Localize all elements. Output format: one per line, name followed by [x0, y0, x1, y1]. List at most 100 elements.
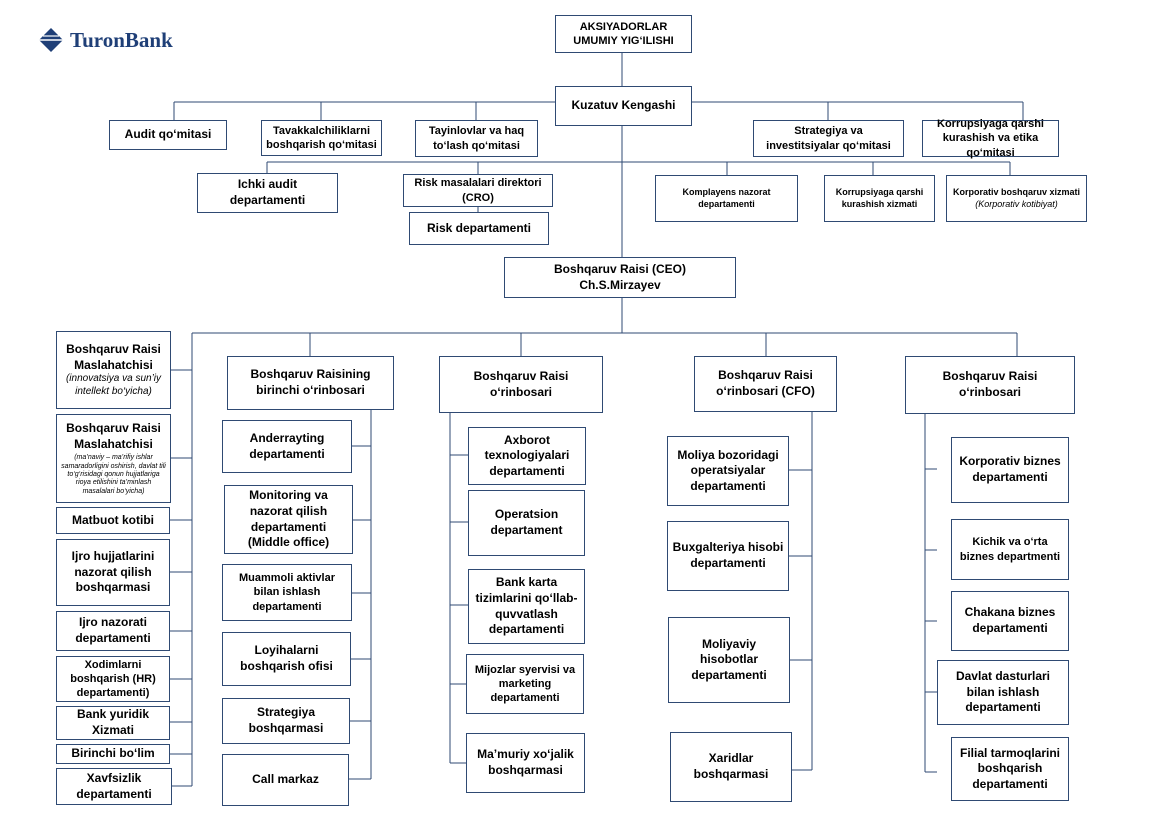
admin-department-title: Ma’muriy xo‘jalik boshqarmasi	[477, 747, 574, 777]
deputy-title: Boshqaruv Raisi o‘rinbosari	[473, 368, 569, 399]
execution-docs-box: Ijro hujjatlarini nazorat qilish boshqar…	[56, 539, 170, 606]
deputy-business-box: Boshqaruv Raisi o‘rinbosari	[905, 356, 1075, 414]
card-systems-box: Bank karta tizimlarini qo‘llab-quvvatlas…	[468, 569, 585, 644]
monitoring-title: Monitoring va nazorat qilish departament…	[247, 488, 330, 550]
retail-business-box: Chakana biznes departamenti	[951, 591, 1069, 651]
financial-reporting-title: Moliyaviy hisobotlar departamenti	[691, 636, 767, 682]
corporate-governance-box: Korporativ boshqaruv xizmati (Korporativ…	[946, 175, 1087, 222]
cro-title: Risk masalalari direktori (CRO)	[414, 177, 542, 204]
deputy-business-title: Boshqaruv Raisi o‘rinbosari	[942, 369, 1038, 399]
legal-service-box: Bank yuridik Xizmati	[56, 706, 170, 740]
security-department-title: Xavfsizlik departamenti	[76, 770, 152, 801]
state-programs-box: Davlat dasturlari bilan ishlash departam…	[937, 660, 1069, 725]
strategy-committee-box: Strategiya va investitsiyalar qo‘mitasi	[753, 120, 904, 157]
branch-network-title: Filial tarmoqlarini boshqarish departame…	[959, 745, 1061, 791]
cro-box: Risk masalalari direktori (CRO)	[403, 174, 553, 207]
ceo-box: Boshqaruv Raisi (CEO) Ch.S.Mirzayev	[504, 257, 736, 298]
strategy-committee-title: Strategiya va investitsiyalar qo‘mitasi	[766, 125, 891, 152]
advisor-spiritual-title: Boshqaruv Raisi Maslahatchisi	[66, 420, 161, 451]
cfo-title: Boshqaruv Raisi o‘rinbosari (CFO)	[716, 368, 815, 398]
first-deputy-title: Boshqaruv Raisining birinchi o‘rinbosari	[250, 367, 371, 397]
press-secretary-box: Matbuot kotibi	[56, 507, 170, 534]
card-systems-title: Bank karta tizimlarini qo‘llab-quvvatlas…	[475, 575, 578, 637]
audit-committee-box: Audit qo‘mitasi	[109, 120, 227, 150]
retail-business-title: Chakana biznes departamenti	[964, 605, 1056, 635]
accounting-box: Buxgalteriya hisobi departamenti	[667, 521, 789, 591]
first-section-title: Birinchi bo‘lim	[71, 746, 155, 761]
operations-department-title: Operatsion departament	[490, 507, 563, 537]
customer-service-title: Mijozlar syervisi va marketing departame…	[474, 663, 576, 705]
ceo-name: Ch.S.Mirzayev	[579, 277, 661, 292]
procurement-title: Xaridlar boshqarmasi	[693, 751, 769, 781]
security-department-box: Xavfsizlik departamenti	[56, 768, 172, 805]
execution-docs-title: Ijro hujjatlarini nazorat qilish boshqar…	[71, 549, 155, 595]
advisor-innovation-box: Boshqaruv Raisi Maslahatchisi (innovatsi…	[56, 331, 171, 409]
turonbank-logo: TuronBank	[38, 27, 173, 53]
press-secretary-title: Matbuot kotibi	[72, 512, 154, 527]
compliance-box: Komplayens nazorat departamenti	[655, 175, 798, 222]
problem-assets-title: Muammoli aktivlar bilan ishlash departam…	[239, 572, 335, 613]
risk-department-title: Risk departamenti	[426, 220, 532, 235]
advisor-innovation-title: Boshqaruv Raisi Maslahatchisi	[66, 341, 161, 372]
underwriting-box: Anderrayting departamenti	[222, 420, 352, 473]
internal-audit-box: Ichki audit departamenti	[197, 173, 338, 213]
problem-assets-box: Muammoli aktivlar bilan ishlash departam…	[222, 564, 352, 621]
advisor-spiritual-subtitle: (ma’naviy – ma’rifiy ishlar samaradorlig…	[61, 454, 166, 495]
appointment-committee-title: Tayinlovlar va haq to‘lash qo‘mitasi	[428, 125, 525, 152]
shareholders-assembly-title: AKSIYADORLAR UMUMIY YIG‘ILISHI	[573, 20, 674, 47]
corporate-business-title: Korporativ biznes departamenti	[959, 454, 1061, 484]
brand-name: TuronBank	[70, 27, 173, 52]
financial-market-title: Moliya bozoridagi operatsiyalar departam…	[677, 447, 779, 493]
procurement-box: Xaridlar boshqarmasi	[670, 732, 792, 802]
hr-department-box: Xodimlarni boshqarish (HR) departamenti)	[56, 656, 170, 702]
financial-market-box: Moliya bozoridagi operatsiyalar departam…	[667, 436, 789, 506]
legal-service-title: Bank yuridik Xizmati	[76, 707, 150, 737]
advisor-innovation-subtitle: (innovatsiya va sun’iy intellekt bo‘yich…	[65, 373, 162, 397]
strategy-department-title: Strategiya boshqarmasi	[248, 705, 324, 735]
sme-department-title: Kichik va o‘rta biznes departmenti	[959, 536, 1061, 563]
accounting-title: Buxgalteriya hisobi departamenti	[672, 540, 784, 570]
risk-committee-box: Tavakkalchiliklarni boshqarish qo‘mitasi	[261, 120, 382, 156]
supervisory-board-title: Kuzatuv Kengashi	[571, 98, 676, 113]
turonbank-diamond-icon	[39, 28, 63, 52]
project-office-box: Loyihalarni boshqarish ofisi	[222, 632, 351, 686]
call-center-title: Call markaz	[252, 772, 319, 787]
financial-reporting-box: Moliyaviy hisobotlar departamenti	[668, 617, 790, 703]
corporate-governance-subtitle: (Korporativ kotibiyat)	[975, 198, 1058, 209]
project-office-title: Loyihalarni boshqarish ofisi	[240, 643, 333, 673]
anticorruption-committee-title: Korrupsiyaga qarshi kurashish va etika q…	[937, 118, 1044, 159]
anticorruption-service-title: Korrupsiyaga qarshi kurashish xizmati	[835, 186, 924, 209]
audit-committee-title: Audit qo‘mitasi	[124, 127, 212, 142]
operations-department-box: Operatsion departament	[468, 490, 585, 556]
it-department-title: Axborot texnologiyalari departamenti	[484, 432, 570, 478]
first-section-box: Birinchi bo‘lim	[56, 744, 170, 764]
execution-control-box: Ijro nazorati departamenti	[56, 611, 170, 651]
corporate-business-box: Korporativ biznes departamenti	[951, 437, 1069, 503]
execution-control-title: Ijro nazorati departamenti	[75, 615, 151, 645]
shareholders-assembly-box: AKSIYADORLAR UMUMIY YIG‘ILISHI	[555, 15, 692, 53]
deputy-box: Boshqaruv Raisi o‘rinbosari	[439, 356, 603, 413]
risk-department-box: Risk departamenti	[409, 212, 549, 245]
internal-audit-title: Ichki audit departamenti	[229, 177, 306, 207]
advisor-spiritual-box: Boshqaruv Raisi Maslahatchisi (ma’naviy …	[56, 414, 171, 503]
risk-committee-title: Tavakkalchiliklarni boshqarish qo‘mitasi	[266, 124, 377, 151]
state-programs-title: Davlat dasturlari bilan ishlash departam…	[955, 669, 1051, 715]
anticorruption-service-box: Korrupsiyaga qarshi kurashish xizmati	[824, 175, 935, 222]
call-center-box: Call markaz	[222, 754, 349, 806]
underwriting-title: Anderrayting departamenti	[249, 430, 325, 461]
compliance-title: Komplayens nazorat departamenti	[682, 186, 771, 209]
sme-department-box: Kichik va o‘rta biznes departmenti	[951, 519, 1069, 580]
hr-department-title: Xodimlarni boshqarish (HR) departamenti)	[70, 658, 156, 700]
strategy-department-box: Strategiya boshqarmasi	[222, 698, 350, 744]
corporate-governance-title: Korporativ boshqaruv xizmati	[952, 187, 1081, 198]
cfo-box: Boshqaruv Raisi o‘rinbosari (CFO)	[694, 356, 837, 412]
it-department-box: Axborot texnologiyalari departamenti	[468, 427, 586, 485]
appointment-committee-box: Tayinlovlar va haq to‘lash qo‘mitasi	[415, 120, 538, 157]
anticorruption-committee-box: Korrupsiyaga qarshi kurashish va etika q…	[922, 118, 1059, 159]
first-deputy-box: Boshqaruv Raisining birinchi o‘rinbosari	[227, 356, 394, 410]
ceo-title: Boshqaruv Raisi (CEO)	[553, 261, 687, 276]
customer-service-box: Mijozlar syervisi va marketing departame…	[466, 654, 584, 714]
branch-network-box: Filial tarmoqlarini boshqarish departame…	[951, 737, 1069, 801]
monitoring-box: Monitoring va nazorat qilish departament…	[224, 485, 353, 554]
